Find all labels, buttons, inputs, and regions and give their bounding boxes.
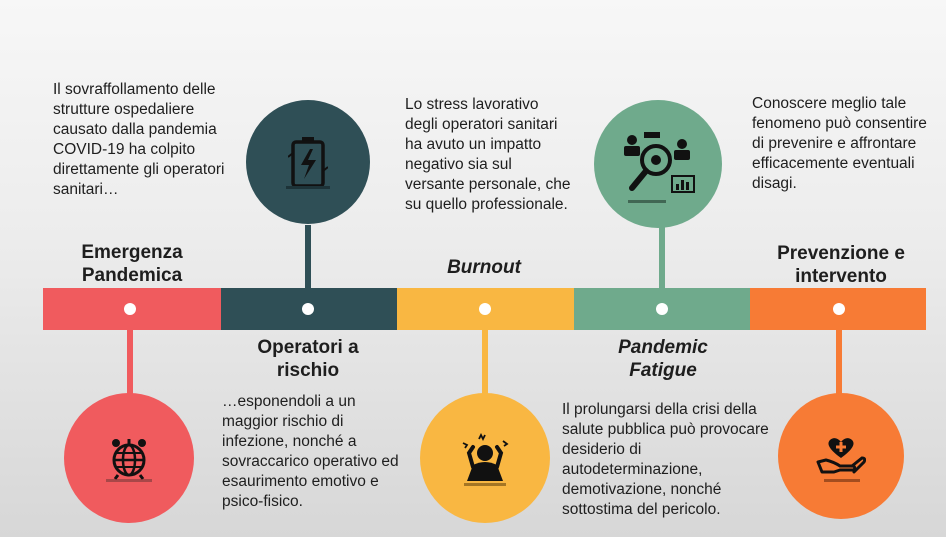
- stem-5: [836, 330, 842, 396]
- icon-credit-5: [824, 479, 860, 482]
- stage-2-circle: [246, 100, 370, 224]
- icon-credit-4: [628, 200, 666, 203]
- stage-5-text: Conoscere meglio tale fenomeno può conse…: [752, 95, 927, 192]
- timeline-dot-5: [833, 303, 845, 315]
- icon-credit-3: [464, 483, 506, 486]
- heart-hand-icon: [816, 438, 866, 474]
- stage-1-title: Emergenza Pandemica: [81, 242, 183, 286]
- timeline-dot-2: [302, 303, 314, 315]
- stage-5-title: Prevenzione e intervento: [777, 243, 905, 287]
- stem-3: [482, 330, 488, 396]
- stage-4-circle: [594, 100, 722, 228]
- stage-3-title: Burnout: [447, 257, 521, 278]
- stage-4-title: Pandemic Fatigue: [618, 337, 708, 381]
- analysis-magnifier-icon: [624, 132, 695, 193]
- timeline-dot-4: [656, 303, 668, 315]
- stressed-person-icon: [462, 433, 509, 481]
- stage-5-circle: [778, 393, 904, 519]
- stage-3-text: Lo stress lavorativo degli operatori san…: [405, 96, 571, 213]
- icon-credit-1: [106, 479, 152, 482]
- stage-1-circle: [64, 393, 194, 523]
- stage-1-text: Il sovraffollamento delle strutture ospe…: [53, 81, 225, 198]
- stem-1: [127, 330, 133, 400]
- timeline-dot-1: [124, 303, 136, 315]
- globe-alarm-icon: [112, 439, 146, 480]
- stem-2: [305, 225, 311, 288]
- stage-2-text: …esponendoli a un maggior rischio di inf…: [222, 393, 399, 510]
- low-battery-icon: [288, 137, 328, 188]
- icon-credit-2: [286, 186, 330, 189]
- timeline-dot-3: [479, 303, 491, 315]
- stage-2-title: Operatori a rischio: [257, 337, 359, 381]
- stem-4: [659, 225, 665, 288]
- stage-3-circle: [420, 393, 550, 523]
- stage-4-text: Il prolungarsi della crisi della salute …: [562, 401, 769, 518]
